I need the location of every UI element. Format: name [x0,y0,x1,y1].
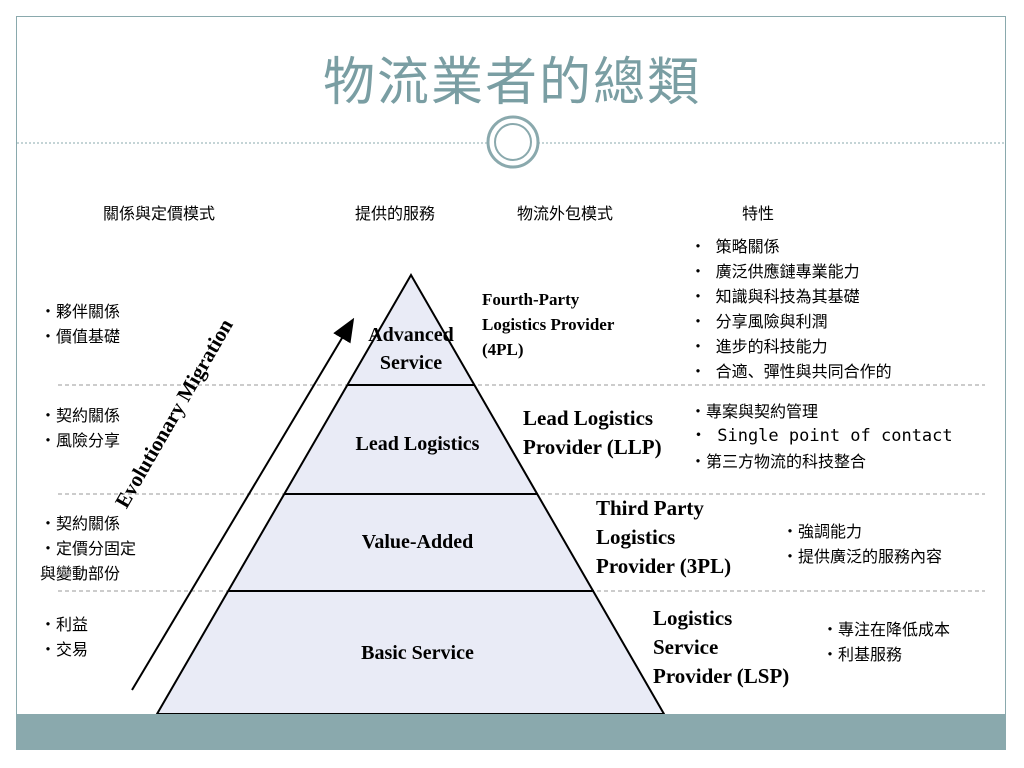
relationship-item: ・契約關係 [40,514,121,533]
tier-4pl-service-line: Advanced [368,324,454,346]
tier-llp-relationship: ・契約關係 ・風險分享 [40,403,120,453]
relationship-item: ・契約關係 [40,406,121,425]
tier-lsp-provider: Logistics Service Provider (LSP) [653,604,789,691]
provider-line: Third Party [596,496,704,520]
header-outsourcing: 物流外包模式 [517,204,614,223]
tier-4pl-provider: Fourth-Party Logistics Provider (4PL) [482,287,614,362]
provider-line: Provider (LLP) [523,435,662,459]
header-services: 提供的服務 [355,204,436,223]
provider-line: Fourth-Party [482,290,580,309]
tier-llp-characteristics: ・專案與契約管理 ・ Single point of contact ・第三方物… [690,399,953,474]
title-ornament-inner [494,123,532,161]
provider-line: Provider (LSP) [653,664,790,688]
relationship-item: 與變動部份 [40,564,121,583]
header-relationship: 關係與定價模式 [103,204,216,223]
tier-llp-provider: Lead Logistics Provider (LLP) [523,404,662,462]
characteristic-item: ・ Single point of contact [690,426,953,446]
provider-line: (4PL) [482,340,524,359]
provider-line: Provider (3PL) [596,554,732,578]
characteristic-item: ・ 知識與科技為其基礎 [690,287,860,306]
relationship-item: ・利益 [40,615,89,634]
characteristic-item: ・ 進步的科技能力 [690,337,828,356]
header-characteristics: 特性 [742,204,775,223]
tier-lsp-service: Basic Service [361,642,474,664]
characteristic-item: ・專注在降低成本 [822,620,951,639]
characteristic-item: ・ 廣泛供應鏈專業能力 [690,262,860,281]
relationship-item: ・價值基礎 [40,327,121,346]
provider-line: Logistics [653,606,733,630]
characteristic-item: ・利基服務 [822,645,903,664]
relationship-item: ・風險分享 [40,431,121,450]
relationship-item: ・夥伴關係 [40,302,121,321]
page-title: 物流業者的總類 [322,53,701,113]
tier-3pl-characteristics: ・強調能力 ・提供廣泛的服務內容 [782,519,942,569]
tier-4pl-service-line: Service [379,352,443,374]
footer-bar [17,714,1006,750]
tier-3pl-service: Value-Added [361,531,474,553]
relationship-item: ・定價分固定 [40,539,137,558]
characteristic-item: ・第三方物流的科技整合 [690,452,867,471]
characteristic-item: ・強調能力 [782,522,863,541]
provider-line: Lead Logistics [523,406,654,430]
characteristic-item: ・ 策略關係 [690,237,780,256]
relationship-item: ・交易 [40,640,89,659]
provider-line: Logistics [596,525,676,549]
tier-4pl-relationship: ・夥伴關係 ・價值基礎 [40,299,120,349]
tier-lsp-relationship: ・利益 ・交易 [40,612,88,662]
tier-4pl-service: Advanced Service [360,321,462,377]
tier-3pl-relationship: ・契約關係 ・定價分固定 與變動部份 [40,511,136,586]
characteristic-item: ・ 分享風險與利潤 [690,312,828,331]
tier-lsp-characteristics: ・專注在降低成本 ・利基服務 [822,617,950,667]
provider-line: Service [653,635,719,659]
characteristic-item: ・ 合適、彈性與共同合作的 [690,362,892,381]
tier-3pl-provider: Third Party Logistics Provider (3PL) [596,494,731,581]
tier-llp-service: Lead Logistics [355,433,480,455]
characteristic-item: ・提供廣泛的服務內容 [782,547,943,566]
provider-line: Logistics Provider [482,315,615,334]
tier-4pl-characteristics: ・ 策略關係 ・ 廣泛供應鏈專業能力 ・ 知識與科技為其基礎 ・ 分享風險與利潤… [690,234,892,384]
characteristic-item: ・專案與契約管理 [690,402,819,421]
evolution-arrow [131,317,355,691]
